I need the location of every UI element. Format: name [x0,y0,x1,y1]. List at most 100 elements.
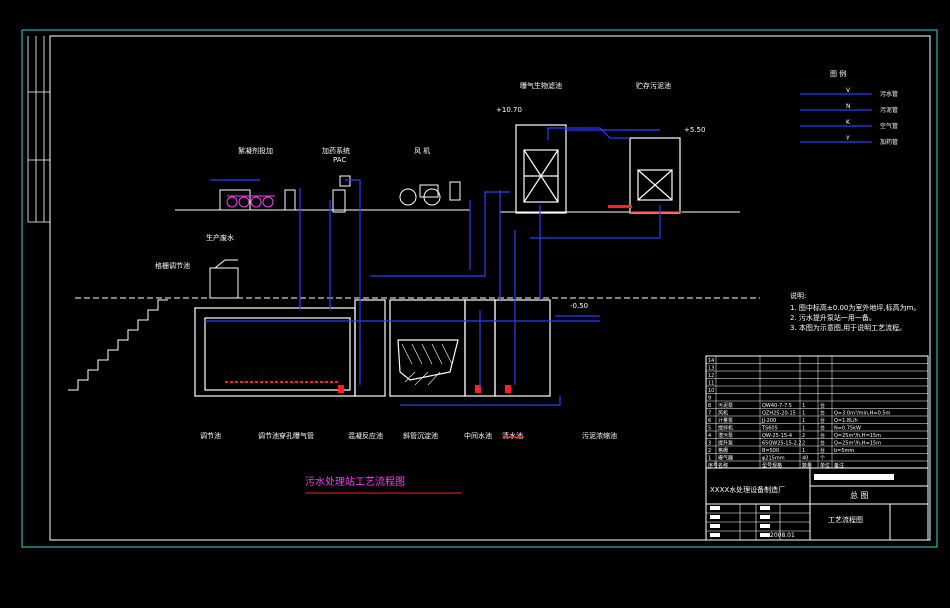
sludge-storage-tank [629,137,681,214]
bottom-label: 污泥浓缩池 [582,431,617,440]
drawing-name: 工艺流程图 [828,515,863,524]
tb-cell-mark [710,506,720,510]
label-aeration-bio-tank: 曝气生物滤池 [520,81,562,90]
table-cell: 曝气器 [718,455,733,462]
legend-label: 加药管 [880,138,898,146]
table-cell: QW-25-15-4 [762,433,792,439]
drawing-title: 污水处理站工艺流程图 [305,475,405,488]
legend-code: Y [845,135,850,142]
sump-line [400,396,561,406]
note-2: 2. 污水提升泵站一用一备。 [790,313,876,322]
table-cell: 1 [802,426,805,432]
table-cell: 提升泵 [718,440,733,447]
outer-frame [21,29,938,548]
table-cell: 台 [820,440,825,447]
tb-cell-mark [760,533,770,537]
project-name: 总 图 [850,490,869,500]
table-cell: 9 [708,396,711,402]
table-cell: 2 [802,441,805,447]
table-cell: 潜污泵 [718,432,733,439]
magenta-coag-unit [226,195,275,208]
table-cell: 风机 [718,410,728,417]
table-cell: 12 [708,373,714,379]
notes: 说明: 1. 图中标高±0.00为室外地坪,标高为m。 2. 污水提升泵站一用一… [790,291,920,332]
table-cell: 8 [708,403,711,409]
table-header-cell: 单位 [820,462,830,469]
legend-label: 污水管 [880,90,898,98]
legend-code: N [846,103,851,110]
table-cell: 10 [708,388,714,394]
drawing-date: 2008.01 [770,532,795,539]
table-cell: TS605 [761,426,778,432]
table-cell: 5 [708,426,711,432]
table-cell: Q=3.0m³/min,H=0.5m [834,411,891,417]
label-pac: PAC [333,156,346,164]
table-cell: 13 [708,366,714,372]
table-cell: 11 [708,381,714,387]
table-cell: b=5mm [834,448,854,454]
table-cell: 40 [802,456,808,462]
label-elev-water: -0.50 [570,302,588,310]
bottom-label: 斜管沉淀池 [403,431,438,440]
table-cell: 台 [820,447,825,454]
table-cell: JJ-200 [761,418,776,424]
label-production-wastewater: 生产废水 [206,233,234,242]
table-cell: 6 [708,418,711,424]
note-1: 1. 图中标高±0.00为室外地坪,标高为m。 [790,303,920,312]
table-cell: 1 [802,418,805,424]
table-cell: 1 [802,411,805,417]
table-cell: 个 [820,456,825,462]
tb-cell-mark [760,524,770,528]
table-header-cell: 型号规格 [762,462,782,469]
table-cell: 台 [820,425,825,432]
table-cell: Q=25m³/h,H=15m [834,441,881,447]
grille-well-pump [209,259,239,299]
table-cell: B=500 [762,448,779,454]
inner-frame [49,35,931,541]
note-3: 3. 本图为示意图,用于说明工艺流程。 [790,323,906,332]
table-cell: 14 [708,358,714,364]
table-cell: 1 [802,448,805,454]
table-cell: 台 [820,432,825,439]
tb-cell-mark [760,515,770,519]
table-cell: 2 [802,433,805,439]
table-cell: 1 [802,403,805,409]
table-cell: QW40-7-7.5 [762,403,792,409]
table-cell: 台 [820,402,825,409]
table-cell: N=0.75kW [834,426,861,432]
company-name: XXXX水处理设备制造厂 [710,485,785,494]
bottom-label: 中间水池 [464,431,492,440]
stairs [68,299,168,391]
table-cell: 2 [708,448,711,454]
table-header-cell: 序号 [708,462,718,469]
table-cell: 台 [820,410,825,417]
legend-code: V [846,87,851,94]
label-elev-sludge: +5.50 [684,126,705,134]
table-cell: 搅拌机 [718,425,733,432]
table-header-cell: 备注 [834,462,844,469]
legend-code: K [846,119,851,126]
table-cell: 1 [708,456,711,462]
legend-label: 空气管 [880,122,898,130]
table-cell: 格栅 [718,447,728,454]
notes-heading: 说明: [790,291,806,300]
biofilter-tower [515,124,567,214]
table-cell: Q=25m³/h,H=15m [834,433,881,439]
tb-cell-mark [760,506,770,510]
table-cell: 7 [708,411,711,417]
table-cell: 污泥泵 [718,402,733,409]
binding-strip [27,36,50,223]
label-pac-dosing: 加药系统 [322,146,350,155]
tb-cell-mark [710,524,720,528]
table-header-cell: 数量 [802,462,812,469]
bottom-label: 调节池穿孔曝气管 [258,431,314,440]
label-coag-tank: 絮凝剂投加 [238,146,273,155]
tank-pumps [338,385,511,393]
table-cell: 3 [708,441,711,447]
legend-label: 污泥管 [880,106,898,114]
process-pipes [210,127,661,388]
bottom-label: 清水池 [502,431,523,440]
